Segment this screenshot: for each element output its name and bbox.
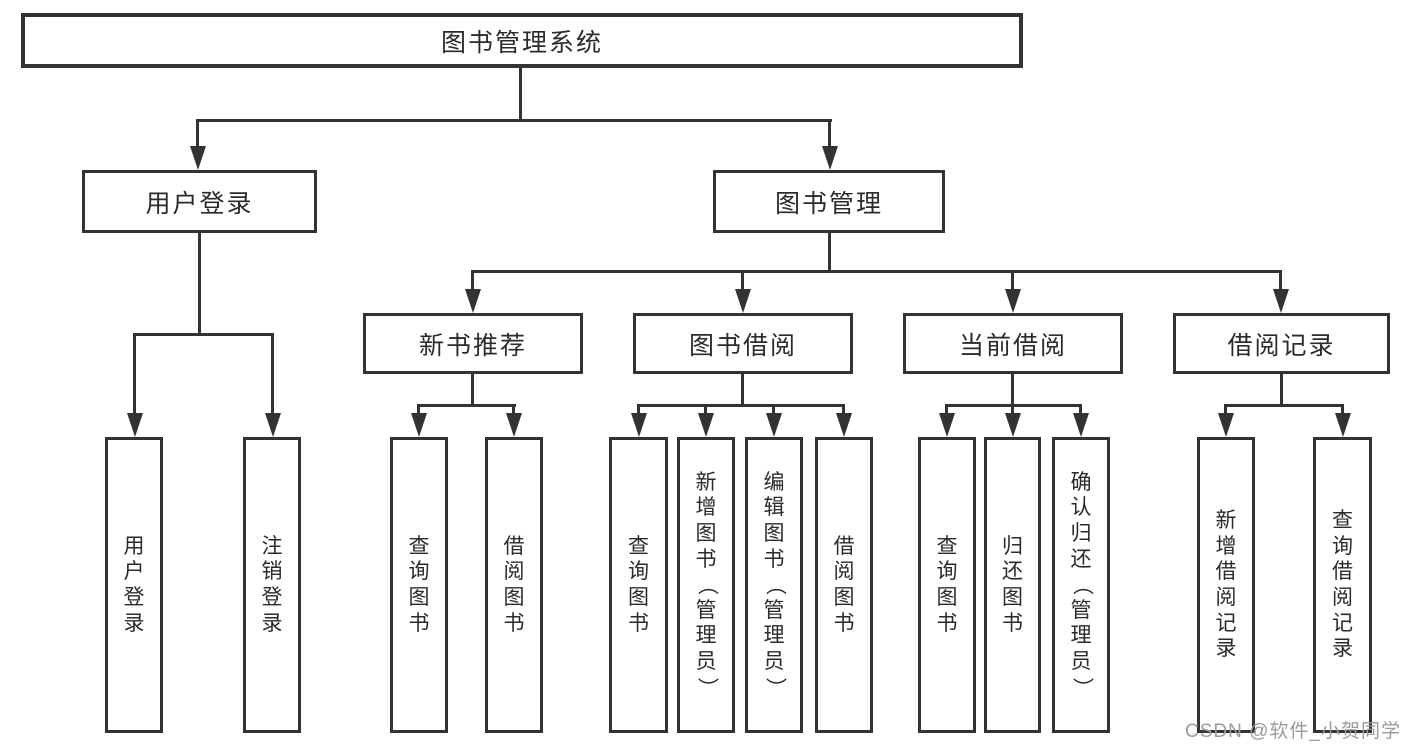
node-leaf-query-book-borrow: 查询图书 bbox=[609, 437, 668, 733]
connector-new-book-rec-stub bbox=[471, 374, 474, 406]
connector-drop bbox=[417, 404, 420, 413]
connector-drop bbox=[1224, 404, 1227, 413]
node-root: 图书管理系统 bbox=[21, 13, 1023, 68]
node-root-label: 图书管理系统 bbox=[440, 28, 603, 57]
node-user-login-label: 用户登录 bbox=[145, 189, 254, 218]
connector-user-login-stub bbox=[198, 233, 201, 335]
connector-book-mgmt-stub bbox=[828, 233, 831, 273]
arrowhead-icon bbox=[126, 413, 143, 437]
connector-user-login-branch bbox=[133, 333, 274, 336]
connector-drop-book-borrow bbox=[741, 270, 744, 289]
connector-new-book-rec-branch bbox=[417, 404, 516, 407]
node-leaf-query-book-current: 查询图书 bbox=[918, 437, 976, 733]
node-leaf-edit-book: 编辑图书（管理员） bbox=[745, 437, 803, 733]
arrowhead-icon bbox=[836, 413, 852, 437]
arrowhead-icon bbox=[506, 413, 522, 437]
node-leaf-add-borrow-record: 新增借阅记录 bbox=[1197, 437, 1255, 733]
arrowhead-icon bbox=[1273, 289, 1289, 313]
connector-book-mgmt-branch bbox=[471, 270, 1282, 273]
arrowhead-icon bbox=[1218, 413, 1234, 437]
node-leaf-edit-book-label: 编辑图书（管理员） bbox=[762, 470, 786, 698]
node-current-borrow: 当前借阅 bbox=[903, 313, 1123, 374]
connector-borrow-records-branch bbox=[1224, 404, 1344, 407]
connector-drop bbox=[1079, 404, 1082, 413]
node-leaf-confirm-return: 确认归还（管理员） bbox=[1052, 437, 1110, 733]
node-book-borrow-label: 图书借阅 bbox=[688, 331, 797, 360]
node-current-borrow-label: 当前借阅 bbox=[958, 331, 1067, 360]
arrowhead-icon bbox=[189, 146, 206, 170]
arrowhead-icon bbox=[821, 146, 838, 170]
node-book-borrow: 图书借阅 bbox=[633, 313, 853, 374]
node-leaf-user-login: 用户登录 bbox=[105, 437, 163, 733]
csdn-watermark: CSDN @软件_小贺同学 bbox=[1185, 721, 1401, 742]
connector-root-stub bbox=[519, 68, 522, 122]
arrowhead-icon bbox=[1004, 413, 1021, 437]
node-leaf-add-borrow-record-label: 新增借阅记录 bbox=[1215, 509, 1237, 661]
connector-drop-current-borrow bbox=[1011, 270, 1014, 289]
arrowhead-icon bbox=[1073, 413, 1089, 437]
node-leaf-user-login-label: 用户登录 bbox=[123, 534, 145, 635]
connector-drop bbox=[512, 404, 515, 413]
arrowhead-icon bbox=[630, 413, 647, 437]
connector-drop bbox=[637, 404, 640, 413]
node-leaf-borrow-book-label: 借阅图书 bbox=[833, 534, 855, 635]
node-leaf-query-book-rec: 查询图书 bbox=[390, 437, 448, 733]
connector-book-borrow-branch bbox=[637, 404, 845, 407]
connector-drop-leaf-user-login bbox=[133, 333, 136, 413]
connector-drop-book-mgmt bbox=[828, 119, 831, 147]
arrowhead-icon bbox=[939, 413, 955, 437]
connector-drop bbox=[1341, 404, 1344, 413]
arrowhead-icon bbox=[411, 413, 427, 437]
connector-drop-leaf-logout bbox=[271, 333, 274, 413]
node-book-mgmt: 图书管理 bbox=[713, 170, 945, 233]
arrowhead-icon bbox=[766, 413, 782, 437]
connector-drop bbox=[772, 404, 775, 413]
connector-drop bbox=[842, 404, 845, 413]
connector-drop-user-login bbox=[196, 119, 199, 147]
connector-book-borrow-stub bbox=[741, 374, 744, 406]
node-leaf-return-book-label: 归还图书 bbox=[1002, 534, 1023, 635]
arrowhead-icon bbox=[698, 413, 714, 437]
node-borrow-records: 借阅记录 bbox=[1173, 313, 1390, 374]
connector-drop-borrow-records bbox=[1279, 270, 1282, 289]
connector-root-branch bbox=[196, 119, 832, 122]
node-leaf-query-book-borrow-label: 查询图书 bbox=[628, 534, 649, 635]
node-leaf-query-borrow-record-label: 查询借阅记录 bbox=[1332, 509, 1353, 661]
node-book-mgmt-label: 图书管理 bbox=[774, 189, 883, 218]
connector-borrow-records-stub bbox=[1280, 374, 1283, 406]
arrowhead-icon bbox=[264, 413, 281, 437]
node-leaf-return-book: 归还图书 bbox=[984, 437, 1041, 733]
node-new-book-rec: 新书推荐 bbox=[363, 313, 583, 374]
node-borrow-records-label: 借阅记录 bbox=[1227, 331, 1336, 360]
node-leaf-logout: 注销登录 bbox=[243, 437, 301, 733]
node-leaf-borrow-book: 借阅图书 bbox=[815, 437, 873, 733]
node-leaf-borrow-book-rec: 借阅图书 bbox=[485, 437, 543, 733]
arrowhead-icon bbox=[465, 289, 481, 313]
node-user-login: 用户登录 bbox=[82, 170, 317, 233]
node-leaf-query-borrow-record: 查询借阅记录 bbox=[1313, 437, 1372, 733]
node-new-book-rec-label: 新书推荐 bbox=[418, 331, 527, 360]
node-leaf-query-book-current-label: 查询图书 bbox=[936, 534, 958, 635]
connector-drop-new-book-rec bbox=[471, 270, 474, 289]
connector-drop bbox=[704, 404, 707, 413]
node-leaf-query-book-rec-label: 查询图书 bbox=[408, 534, 430, 635]
node-leaf-confirm-return-label: 确认归还（管理员） bbox=[1069, 470, 1093, 698]
node-leaf-add-book-label: 新增图书（管理员） bbox=[694, 470, 718, 698]
connector-drop bbox=[945, 404, 948, 413]
arrowhead-icon bbox=[735, 289, 751, 313]
node-leaf-borrow-book-rec-label: 借阅图书 bbox=[503, 534, 525, 635]
node-leaf-logout-label: 注销登录 bbox=[261, 534, 283, 635]
node-leaf-add-book: 新增图书（管理员） bbox=[677, 437, 735, 733]
connector-current-borrow-stub bbox=[1011, 374, 1014, 406]
connector-drop bbox=[1011, 404, 1014, 413]
arrowhead-icon bbox=[1334, 413, 1351, 437]
arrowhead-icon bbox=[1005, 289, 1021, 313]
